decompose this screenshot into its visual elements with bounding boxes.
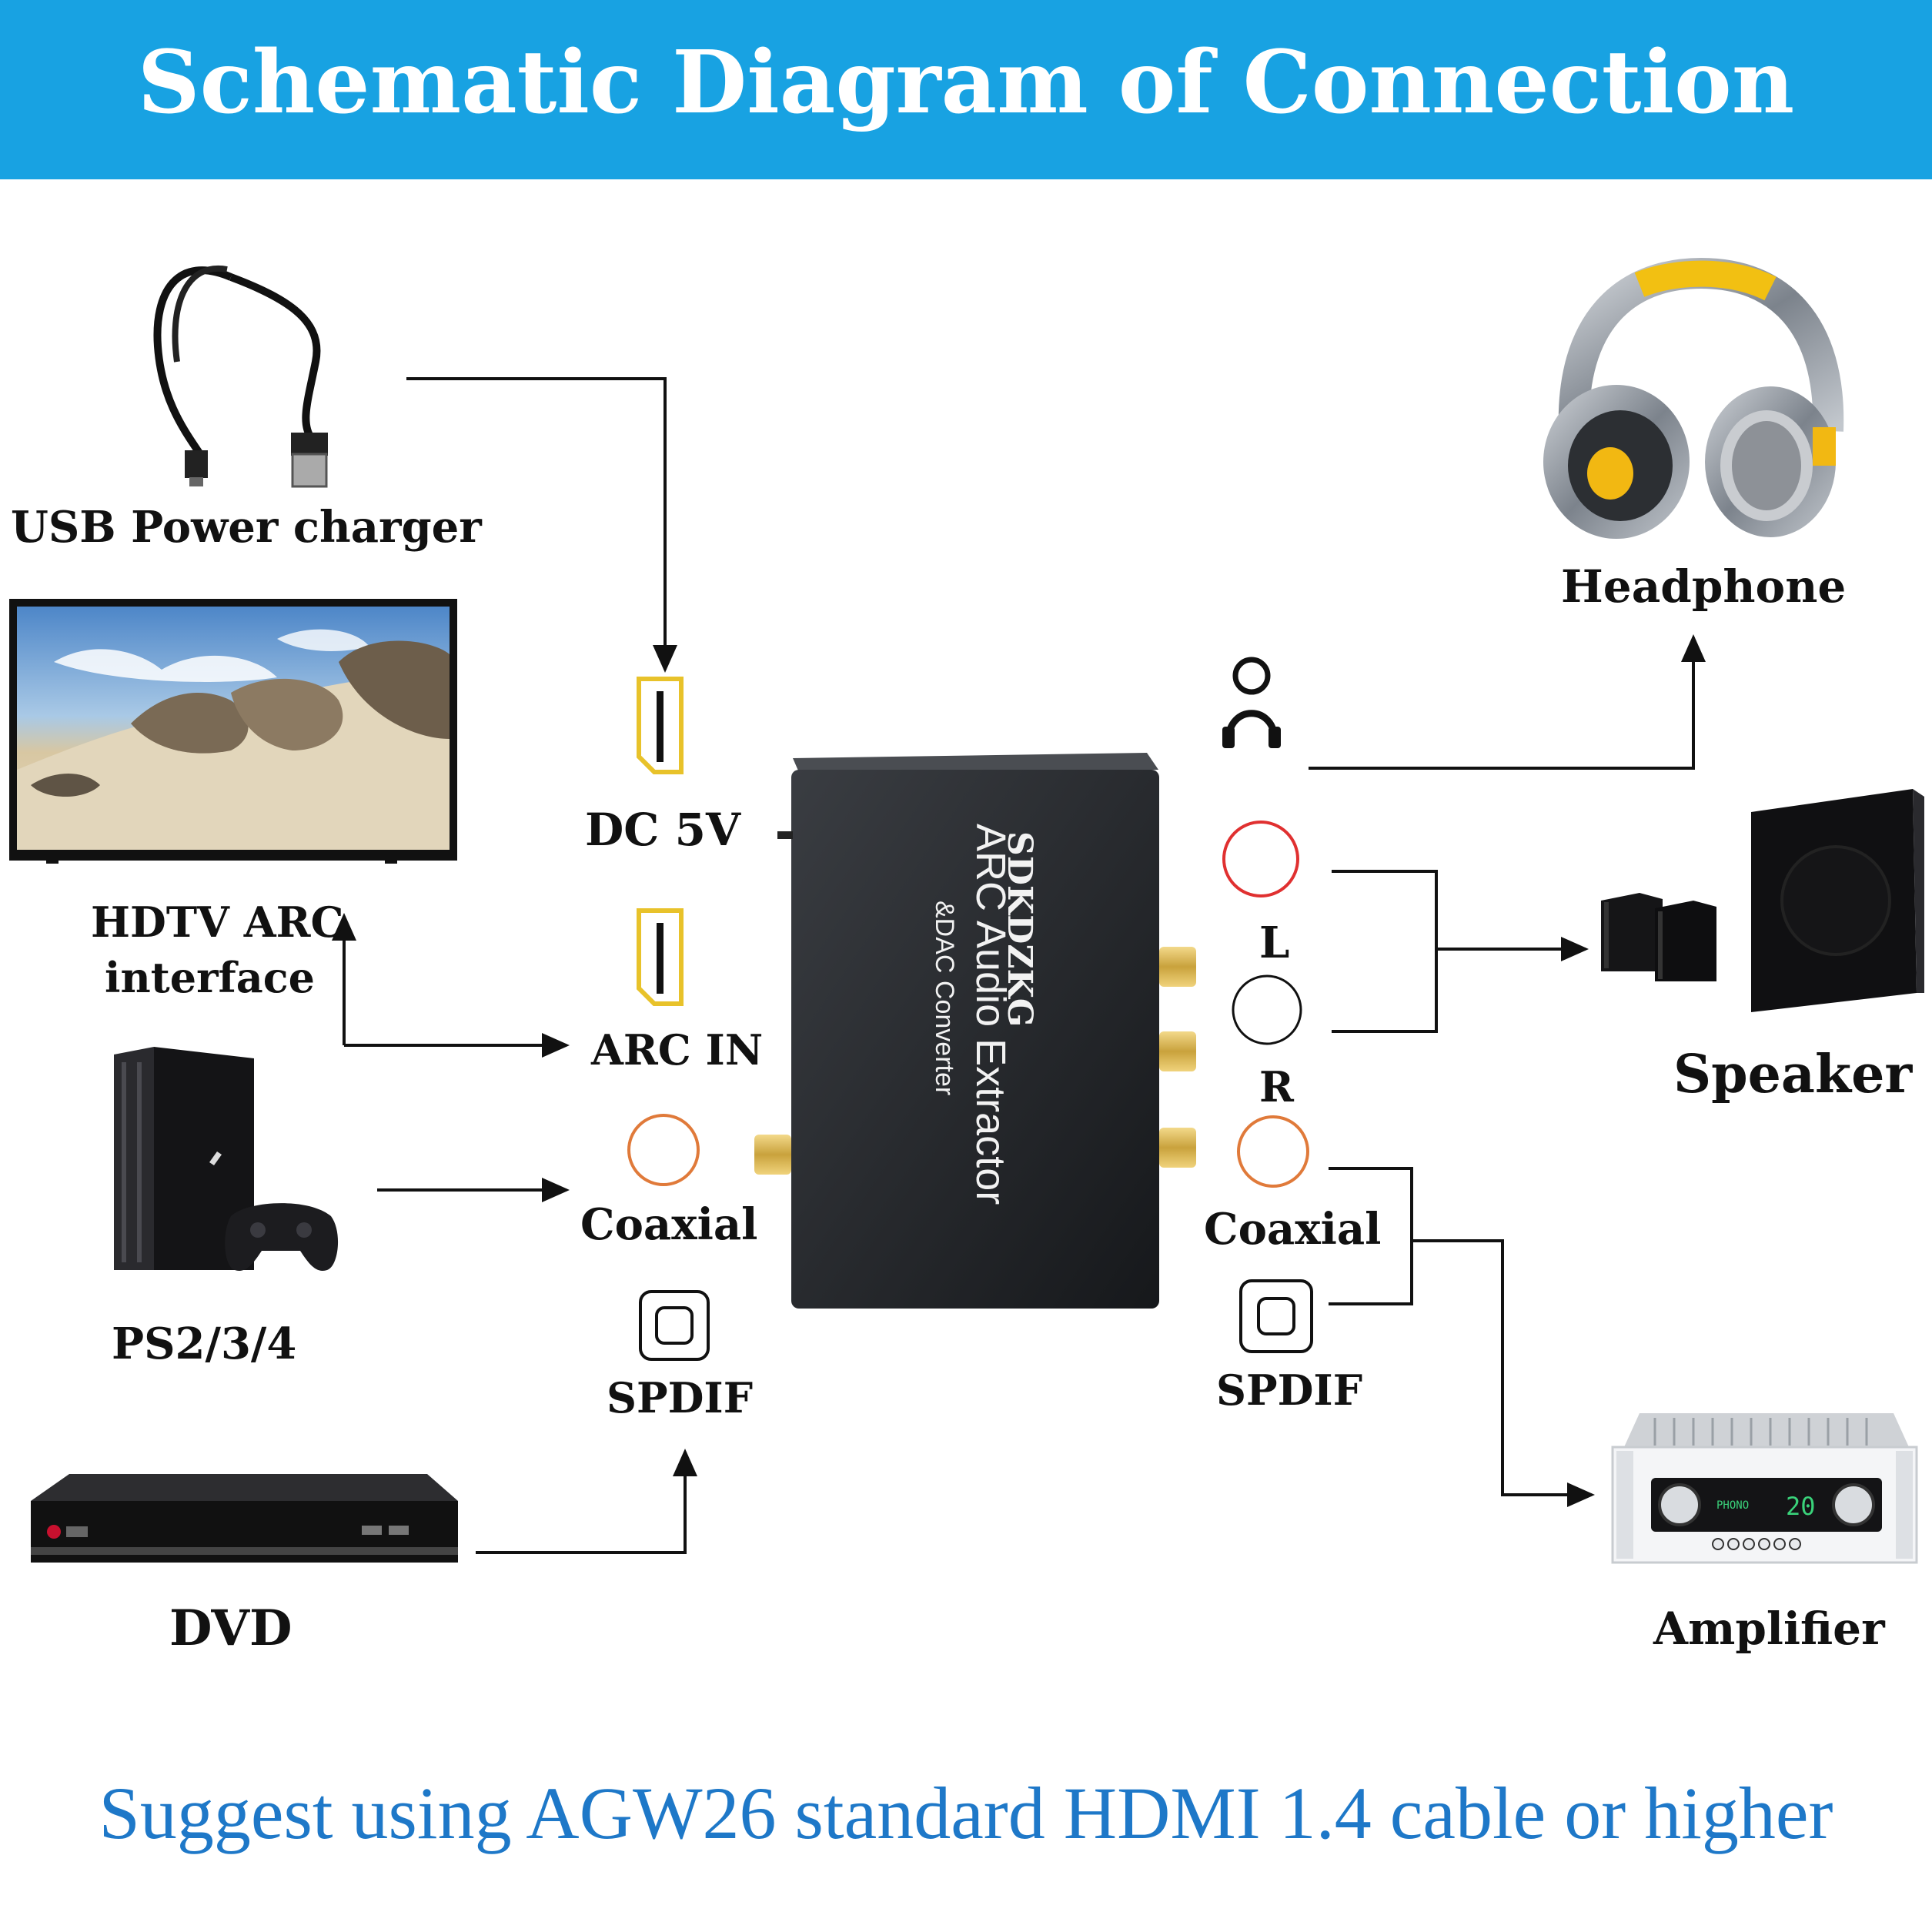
hdtv-arc-label: HDTV ARC xyxy=(91,897,344,947)
title-banner: Schematic Diagram of Connection Method xyxy=(0,0,1932,299)
ps-label: PS2/3/4 xyxy=(112,1319,297,1369)
spdif-in-label: SPDIF xyxy=(607,1373,754,1422)
speaker-label: Speaker xyxy=(1673,1044,1913,1105)
right-channel-label: R xyxy=(1259,1062,1294,1111)
coaxial-in-port-icon xyxy=(627,1114,700,1186)
device-subname: &DAC Converter xyxy=(930,901,959,1096)
speaker-system-icon xyxy=(1601,789,1924,1012)
hdtv-interface-label: interface xyxy=(105,953,315,1002)
cable-recommendation-note: Suggest using AGW26 standard HDMI 1.4 ca… xyxy=(99,1772,1833,1854)
spdif-in-port-icon xyxy=(639,1290,710,1361)
amplifier-icon: PHONO 20 xyxy=(1611,1413,1918,1564)
jack-to-headphone-line xyxy=(1309,634,1706,770)
dc-5v-port-icon xyxy=(637,677,684,774)
headphone-label: Headphone xyxy=(1561,560,1847,613)
amplifier-label: Amplifier xyxy=(1653,1603,1885,1655)
right-audio-port-icon xyxy=(1232,974,1302,1045)
dvd-label: DVD xyxy=(169,1599,292,1657)
amp-display-mode: PHONO xyxy=(1716,1499,1749,1512)
arc-in-label: ARC IN xyxy=(591,1025,764,1075)
lr-bracket-line xyxy=(1332,870,1438,1033)
coaxial-out-label: Coaxial xyxy=(1204,1204,1382,1255)
device-name: ARC Audio Extractor xyxy=(968,824,1014,1205)
left-audio-port-icon xyxy=(1222,821,1299,897)
headphone-icon xyxy=(1543,257,1844,539)
hdtv-icon xyxy=(9,599,457,864)
dc-5v-label: DC 5V xyxy=(585,804,741,856)
playstation-console-icon xyxy=(114,1047,339,1271)
coaxial-out-port-icon xyxy=(1237,1115,1309,1188)
amp-display-value: 20 xyxy=(1786,1492,1816,1521)
usb-cable-icon xyxy=(153,265,328,488)
dvd-to-spdif-line xyxy=(476,1449,697,1554)
left-channel-label: L xyxy=(1259,918,1290,968)
out-to-amplifier-line xyxy=(1412,1239,1595,1507)
usb-to-dc-line xyxy=(406,377,677,673)
device-rca-jacks xyxy=(754,947,1196,1175)
page-title: Schematic Diagram of Connection Method xyxy=(137,32,1795,299)
spdif-out-port-icon xyxy=(1239,1279,1313,1353)
arc-in-port-icon xyxy=(637,908,684,1006)
dvd-player-icon xyxy=(31,1474,458,1563)
usb-power-charger-label: USB Power charger xyxy=(11,502,482,553)
spdif-out-label: SPDIF xyxy=(1216,1365,1363,1415)
coaxial-in-label: Coaxial xyxy=(580,1199,758,1250)
arc-extractor-device xyxy=(777,753,1159,1309)
headphone-jack-icon xyxy=(1222,657,1281,748)
coax-spdif-bracket-line xyxy=(1329,1167,1413,1305)
